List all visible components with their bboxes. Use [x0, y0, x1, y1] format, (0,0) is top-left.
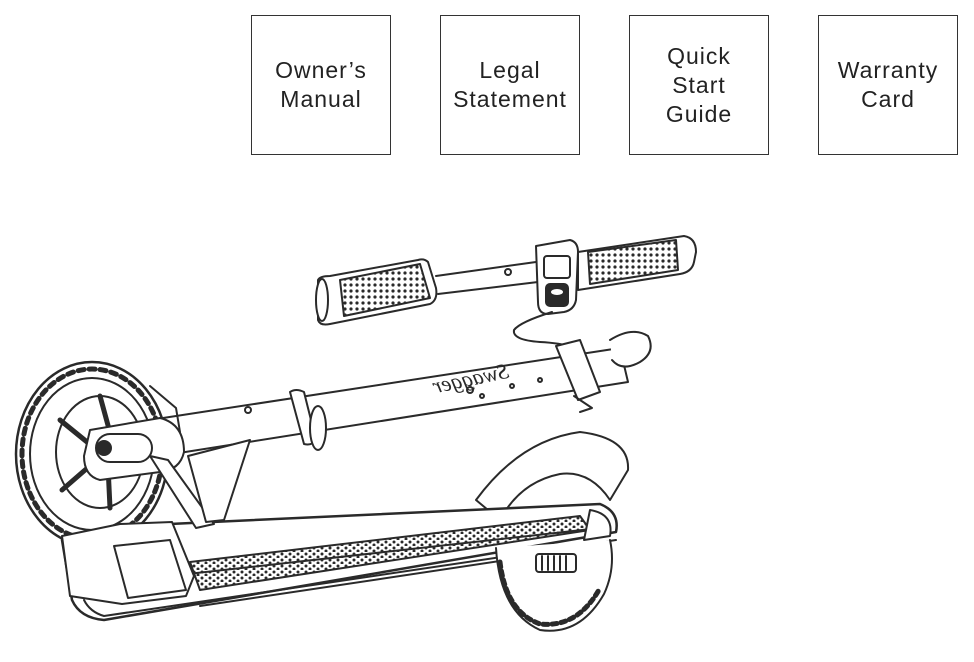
quick-start-guide-box: Quick Start Guide	[629, 15, 769, 155]
box-line: Guide	[665, 100, 733, 127]
box-line: Owner’s	[275, 57, 367, 83]
warranty-card-box: Warranty Card	[818, 15, 958, 155]
box-line: Quick	[667, 42, 731, 69]
box-line: Statement	[453, 86, 567, 112]
box-line: Manual	[280, 86, 362, 112]
rear-wheel	[495, 509, 613, 632]
front-wheel	[14, 360, 185, 548]
handlebar	[315, 235, 697, 359]
legal-statement-box: Legal Statement	[440, 15, 580, 155]
box-line: Warranty	[837, 57, 939, 83]
owners-manual-box: Owner’s Manual	[251, 15, 391, 155]
box-line: Card	[861, 86, 915, 112]
box-line: Start	[672, 71, 726, 98]
deck	[60, 431, 630, 622]
box-line: Legal	[479, 57, 541, 83]
